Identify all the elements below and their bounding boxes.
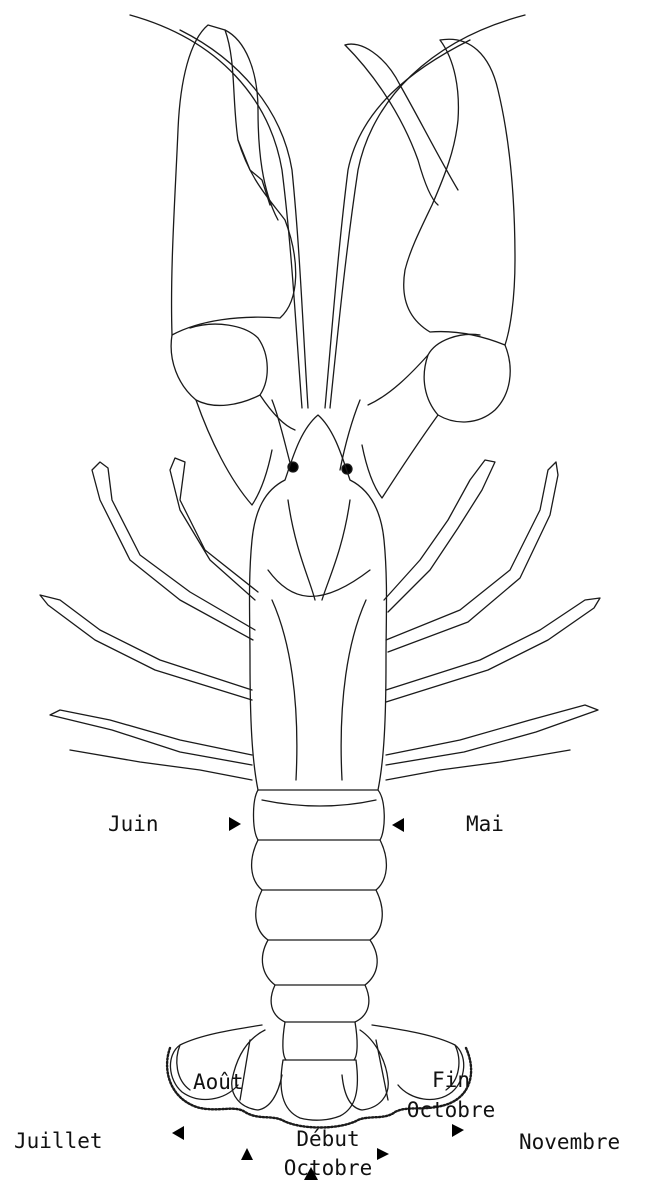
label-juillet: Juillet [14, 1127, 103, 1155]
label-mai: Mai [466, 810, 504, 838]
label-aout: Août [193, 1068, 244, 1096]
marker-mai-icon [392, 818, 404, 832]
walking-legs-right [384, 460, 600, 780]
label-juin: Juin [108, 810, 159, 838]
carapace [250, 415, 387, 790]
marker-aout-icon [241, 1148, 253, 1160]
marker-novembre-icon [452, 1124, 464, 1137]
label-debut-octobre-line2: Octobre [275, 1154, 381, 1182]
eyes [272, 400, 360, 470]
label-debut-octobre-line1: Début [275, 1125, 381, 1153]
antenna-left [130, 15, 308, 408]
marker-juin-icon [229, 817, 241, 831]
label-fin-octobre-line1: Fin [398, 1066, 504, 1094]
abdomen [252, 790, 387, 1022]
right-claw [345, 39, 515, 498]
label-novembre: Novembre [519, 1128, 620, 1156]
marker-juillet-icon [172, 1126, 184, 1140]
antenna-right [325, 15, 525, 408]
label-fin-octobre-line2: Octobre [398, 1096, 504, 1124]
left-claw [171, 25, 296, 505]
walking-legs-left [40, 458, 258, 780]
